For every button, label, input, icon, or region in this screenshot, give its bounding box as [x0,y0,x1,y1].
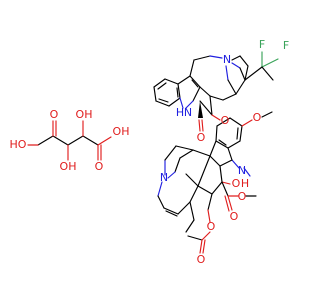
fluorine-left-label: F [259,38,265,51]
methoxy-oxygen-label: O [253,111,262,124]
upper-indole-fragment: F F N N H [153,38,289,119]
nitrogen-top-label: N [223,53,231,66]
indole-nh-n-label: N [184,106,192,119]
hydroxyl-h-label: H [241,177,249,190]
acetate-carbonyl-oxygen-label: O [197,253,206,266]
chemical-structure-diagram: HO O OH OH O OH [10,38,290,266]
ketone-oxygen-label: O [197,131,206,144]
tartaric-o-right-label: O [95,160,104,173]
acetate-link-oxygen-label: O [207,220,216,233]
tartaric-oh-bottom-label: OH [60,160,77,173]
tartaric-oh-top-label: OH [76,108,93,121]
fluorine-right-label: F [283,39,289,52]
indole-nh-h-label: H [176,106,184,119]
nitrogen-lower-label: N [160,171,168,184]
tartaric-o-left-label: O [50,108,59,121]
hydroxyl-o-label: O [232,177,241,190]
n-methyl-label: N [238,164,246,177]
ester-carbonyl-oxygen-label: O [230,210,239,223]
tartaric-ho-left-label: HO [10,138,27,151]
tartaric-acid-molecule: HO O OH OH O OH [10,108,130,173]
tartaric-oh-right-label: OH [113,125,130,138]
ester-link-oxygen-label: O [238,190,247,203]
ring-oxygen-label: O [221,114,230,127]
lower-vindoline-fragment: O O O N O H O O O O N [157,100,273,266]
